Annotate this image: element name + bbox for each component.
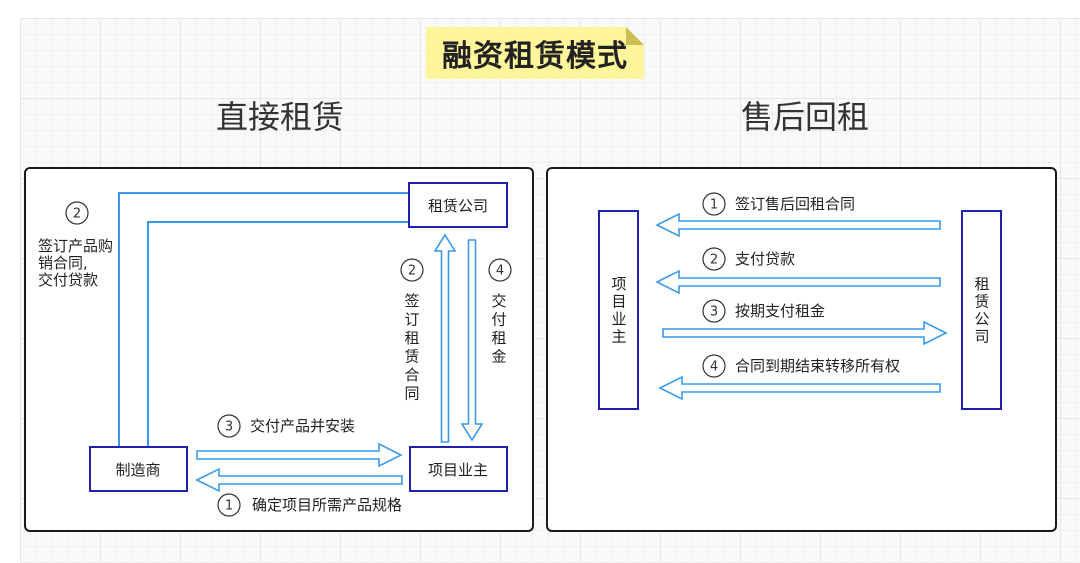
leaseback-lessor-label-char: 赁 (974, 293, 989, 311)
leaseback-owner-label-char: 主 (611, 328, 626, 346)
owner-box (409, 446, 508, 492)
title-note (426, 27, 644, 79)
step-circle-sign-leaseback-contract-number: 1 (710, 198, 718, 213)
arrow-lease-contract (433, 233, 457, 443)
leaseback-lessor-label-char: 司 (974, 328, 989, 346)
step-label-lease-contract-char: 租 (404, 329, 419, 347)
step-circle-pay-loan (702, 247, 726, 271)
manufacturer-label: 制造商 (115, 461, 160, 479)
step-label-pay-rent-char: 交 (491, 292, 506, 310)
step-circle-pay-rent-number: 4 (496, 264, 504, 279)
step-label-lease-contract-char: 合 (404, 366, 419, 384)
step-circle-pay-rent-installments (702, 299, 726, 323)
step-circle-deliver-number: 3 (225, 420, 233, 435)
step-circle-transfer-ownership (702, 354, 726, 378)
step-label-purchase-line: 签订产品购 (38, 237, 113, 255)
step-circle-sign-leaseback-contract (702, 192, 726, 216)
leaseback-owner-label-char: 目 (611, 293, 626, 311)
step-circle-purchase (65, 201, 89, 225)
arrow-transfer-ownership (658, 375, 941, 401)
step-label-lease-contract-char: 赁 (404, 348, 419, 366)
arrow-deliver-product (196, 442, 403, 468)
step-circle-spec-number: 1 (225, 499, 233, 514)
arrow-pay-loan (655, 269, 941, 295)
step-circle-lease-contract (400, 258, 424, 282)
arrow-pay-rent (460, 239, 484, 442)
step-label-pay-rent-char: 租 (491, 329, 506, 347)
step-circle-pay-loan-number: 2 (710, 253, 718, 268)
step-label-spec: 确定项目所需产品规格 (252, 496, 402, 514)
owner-label: 项目业主 (428, 461, 488, 479)
section-title-leaseback: 售后回租 (740, 98, 869, 136)
leaseback-lessor-label-char: 租 (974, 275, 989, 293)
arrow-sign-leaseback-contract (655, 212, 941, 238)
leaseback-lessor-label-char: 公 (974, 310, 989, 328)
step-label-pay-rent-char: 金 (491, 348, 506, 366)
connector-manufacturer-lessor (118, 192, 409, 447)
step-circle-spec (217, 493, 241, 517)
lessor-box (408, 182, 508, 228)
step-circle-purchase-number: 2 (73, 207, 81, 222)
step-label-purchase-line: 销合同, (38, 254, 88, 272)
step-label-lease-contract-char: 签 (404, 292, 419, 310)
step-label-transfer-ownership: 合同到期结束转移所有权 (735, 357, 900, 375)
step-circle-transfer-ownership-number: 4 (710, 360, 718, 375)
step-label-lease-contract-char: 同 (404, 385, 419, 403)
step-label-lease-contract-char: 订 (404, 311, 419, 329)
manufacturer-box (89, 446, 188, 492)
leaseback-owner-label-char: 项 (611, 275, 626, 293)
arrow-pay-rent-installments (662, 320, 948, 346)
leaseback-owner-box (598, 210, 639, 410)
lessor-label: 租赁公司 (428, 197, 488, 215)
step-label-pay-rent-char: 付 (491, 311, 506, 329)
step-label-sign-leaseback-contract: 签订售后回租合同 (735, 195, 855, 213)
main-title: 融资租赁模式 (442, 39, 628, 74)
step-label-pay-loan: 支付贷款 (735, 250, 795, 268)
leaseback-lessor-box (961, 210, 1002, 410)
step-label-pay-rent-installments: 按期支付租金 (735, 302, 825, 320)
step-circle-pay-rent-installments-number: 3 (710, 305, 718, 320)
step-label-deliver: 交付产品并安装 (250, 417, 355, 435)
section-title-direct: 直接租赁 (215, 98, 344, 136)
step-circle-pay-rent (488, 258, 512, 282)
step-circle-lease-contract-number: 2 (408, 264, 416, 279)
step-label-purchase-line: 交付贷款 (38, 271, 98, 289)
step-circle-deliver (217, 414, 241, 438)
leaseback-owner-label-char: 业 (611, 310, 626, 328)
arrow-confirm-spec (195, 467, 403, 493)
